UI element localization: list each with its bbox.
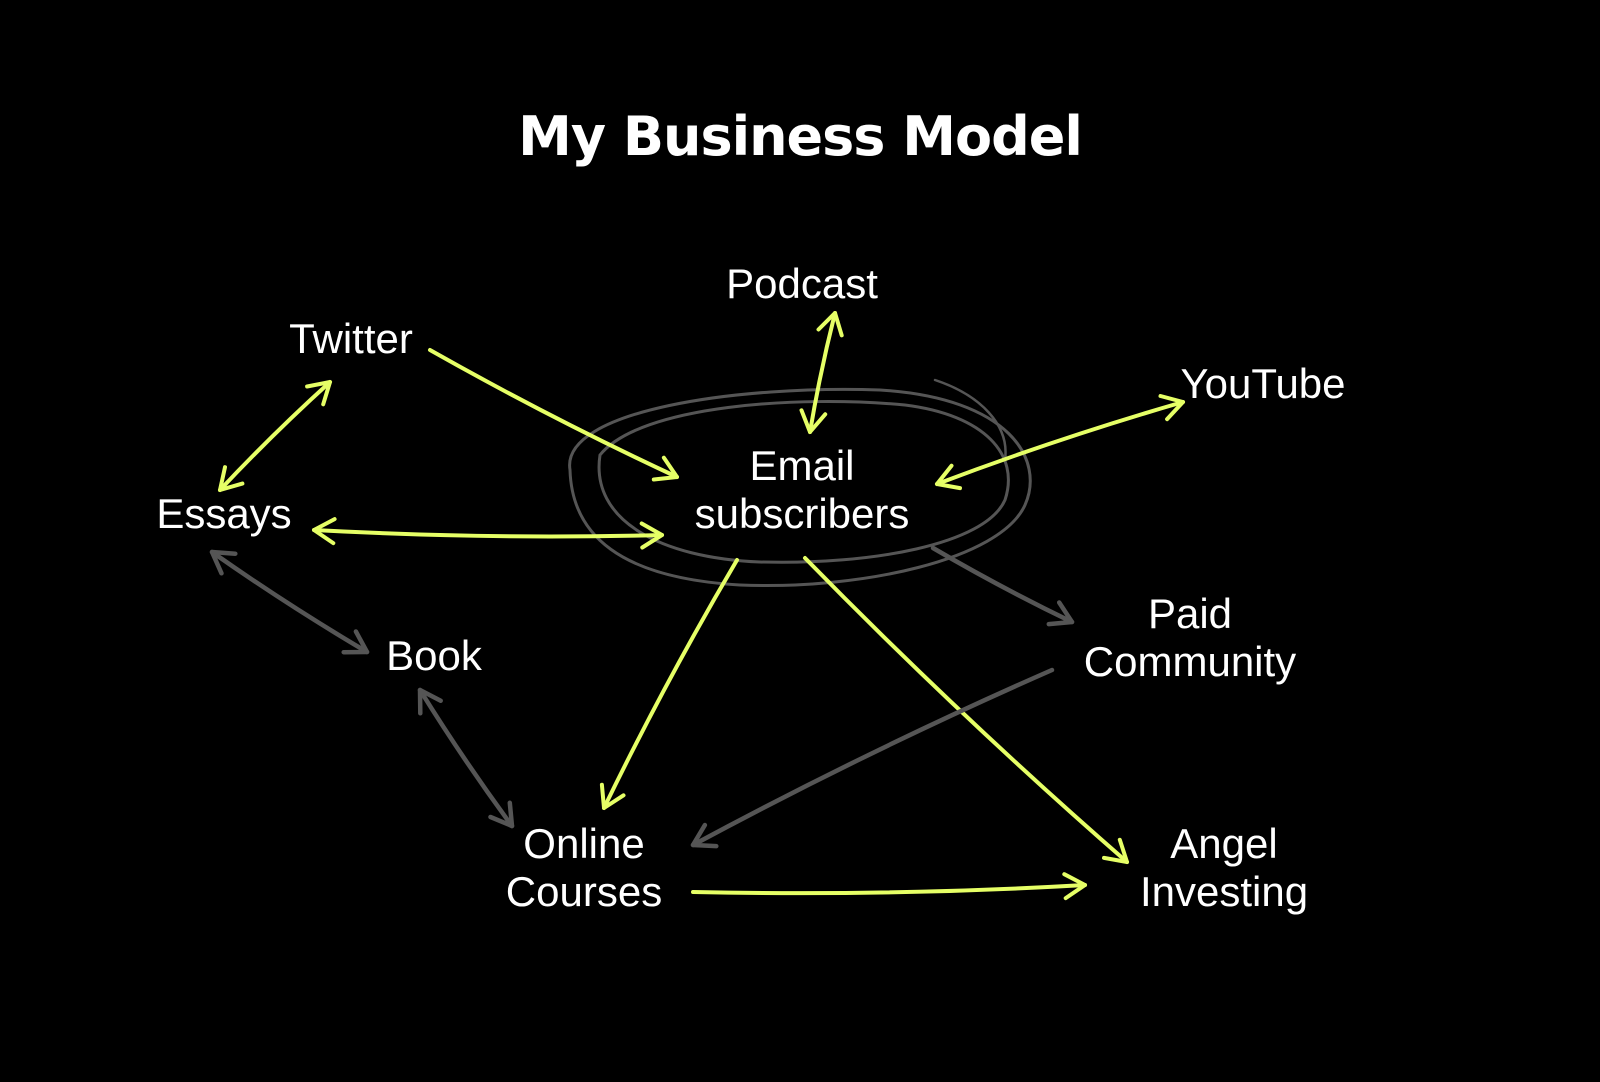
arrowhead-paid bbox=[1046, 600, 1075, 627]
node-twitter-label: Twitter bbox=[289, 315, 413, 362]
node-online-line-2: Courses bbox=[505, 868, 663, 915]
node-youtube: YouTube bbox=[1180, 360, 1345, 408]
edge-line-podcast-to-email bbox=[808, 311, 837, 434]
arrowhead-youtube bbox=[1158, 394, 1185, 422]
node-online-courses: Online Courses bbox=[506, 820, 662, 916]
node-paid-line-1: Paid bbox=[1147, 590, 1233, 637]
arrowhead-podcast bbox=[816, 311, 844, 338]
node-email-line-2: subscribers bbox=[694, 490, 910, 537]
arrowhead-essays bbox=[312, 517, 337, 546]
arrowhead-email bbox=[799, 408, 828, 434]
node-youtube-label: YouTube bbox=[1180, 360, 1346, 407]
arrowhead-essays bbox=[218, 465, 245, 492]
edge-line-email-to-paid bbox=[930, 545, 1075, 625]
arrowhead-online bbox=[488, 800, 515, 829]
arrowhead-angel bbox=[1102, 837, 1129, 864]
edges-group bbox=[209, 311, 1185, 901]
hub-ring-stroke bbox=[933, 378, 1007, 462]
edge-line-email-to-angel bbox=[803, 556, 1129, 864]
node-paid-line-2: Community bbox=[1083, 638, 1297, 685]
hub-ring-stroke bbox=[568, 387, 1032, 588]
node-email-subscribers: Email subscribers bbox=[695, 442, 910, 538]
edge-line-twitter-to-email bbox=[428, 348, 679, 479]
arrowhead-online bbox=[690, 822, 719, 849]
edge-line-essays-to-book bbox=[209, 549, 370, 655]
arrowhead-email bbox=[651, 455, 679, 482]
node-angel-line-2: Investing bbox=[1139, 868, 1309, 915]
edge-line-youtube-to-email bbox=[935, 400, 1185, 486]
edge-line-twitter-to-essays bbox=[218, 380, 332, 492]
arrowhead-online bbox=[599, 782, 626, 810]
edge-line-online-to-angel bbox=[691, 883, 1087, 896]
node-essays-label: Essays bbox=[156, 490, 292, 537]
arrowhead-email bbox=[639, 521, 664, 550]
node-book-label: Book bbox=[386, 632, 482, 679]
edge-line-paid-to-online bbox=[690, 667, 1055, 848]
node-podcast-label: Podcast bbox=[726, 260, 878, 307]
email-hub-ring bbox=[568, 378, 1032, 588]
node-essays: Essays bbox=[156, 490, 291, 538]
page-title: My Business Model bbox=[518, 105, 1083, 168]
edge-line-book-to-online bbox=[417, 687, 515, 829]
node-twitter: Twitter bbox=[289, 315, 413, 363]
hub-ring-stroke bbox=[597, 400, 1010, 564]
arrowhead-book bbox=[341, 629, 370, 655]
arrowhead-twitter bbox=[305, 380, 332, 407]
arrowhead-essays bbox=[209, 549, 238, 576]
arrowhead-email bbox=[935, 463, 962, 491]
node-email-line-1: Email bbox=[749, 442, 855, 489]
arrowhead-angel bbox=[1062, 872, 1087, 901]
arrowhead-book bbox=[417, 687, 443, 716]
node-online-line-1: Online bbox=[523, 820, 645, 867]
edge-line-email-to-online bbox=[602, 558, 739, 810]
node-podcast: Podcast bbox=[726, 260, 878, 308]
node-paid-community: Paid Community bbox=[1084, 590, 1296, 686]
node-book: Book bbox=[386, 632, 482, 680]
edge-line-essays-to-email bbox=[312, 528, 664, 539]
node-angel-investing: Angel Investing bbox=[1140, 820, 1308, 916]
node-angel-line-1: Angel bbox=[1170, 820, 1278, 867]
